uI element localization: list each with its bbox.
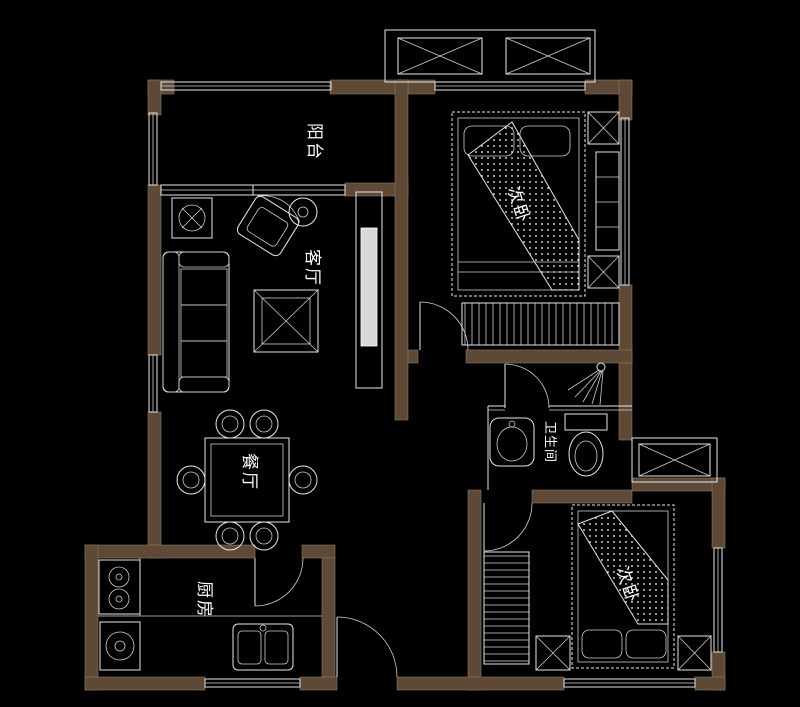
blanket — [577, 510, 669, 625]
bathroom-sink — [489, 417, 535, 467]
ac-unit-icon — [638, 443, 711, 477]
pillow — [581, 629, 623, 659]
room-labels: 阳台 客厅 餐厅 厨房 卫生间 次卧 次卧 — [194, 123, 642, 619]
chair — [249, 521, 279, 551]
tv-cabinet — [355, 191, 383, 389]
nightstand-lamp — [677, 635, 712, 671]
door-entry — [336, 616, 398, 678]
door-kitchen — [254, 557, 304, 607]
room-label-bathroom: 卫生间 — [542, 421, 557, 463]
side-table — [288, 197, 318, 227]
chair — [249, 409, 279, 439]
nightstand-lamp — [535, 635, 571, 671]
door-bedroom-bottom — [483, 502, 533, 552]
pillow — [625, 629, 667, 659]
armchair — [236, 195, 301, 257]
doors — [254, 301, 550, 678]
chair — [215, 521, 245, 551]
door-bedroom-top — [419, 301, 469, 351]
ac-unit-icon — [397, 37, 483, 75]
window — [434, 81, 586, 91]
room-label-balcony: 阳台 — [304, 123, 324, 161]
coffee-table — [253, 289, 319, 353]
window — [148, 354, 158, 413]
ac-unit-icon — [505, 37, 591, 75]
nightstand-lamp — [587, 255, 620, 289]
door-bathroom — [504, 363, 550, 409]
toilet — [564, 413, 608, 477]
ac-platform-top — [384, 29, 596, 83]
room-label-dining-room: 餐厅 — [239, 453, 259, 491]
blanket — [467, 121, 580, 291]
shower-icon — [567, 362, 606, 406]
wardrobe-top-bedroom — [461, 302, 620, 346]
bed-bottom-bedroom — [571, 504, 675, 669]
bathroom-partition — [487, 405, 632, 490]
window — [148, 112, 158, 186]
washing-machine — [99, 621, 141, 671]
chair — [215, 409, 245, 439]
ac-platform-right — [631, 437, 718, 483]
dining-chairs — [176, 409, 318, 551]
kitchen-sink — [232, 623, 294, 671]
sofa — [162, 251, 230, 393]
window — [160, 81, 332, 91]
chair — [288, 465, 318, 495]
stove — [98, 559, 141, 615]
balcony-sliding-door — [160, 184, 346, 196]
bedside-cabinet — [595, 151, 620, 251]
room-label-kitchen: 厨房 — [194, 581, 214, 619]
tv-screen — [360, 227, 378, 347]
window — [563, 678, 696, 688]
decor-column — [171, 197, 213, 239]
room-label-living-room: 客厅 — [302, 249, 322, 287]
window — [620, 117, 630, 286]
chair — [176, 465, 206, 495]
bed-top-bedroom — [451, 111, 586, 297]
window — [204, 678, 301, 688]
nightstand-lamp — [587, 111, 620, 145]
wardrobe-bottom-bedroom — [483, 551, 530, 665]
window — [713, 547, 723, 653]
